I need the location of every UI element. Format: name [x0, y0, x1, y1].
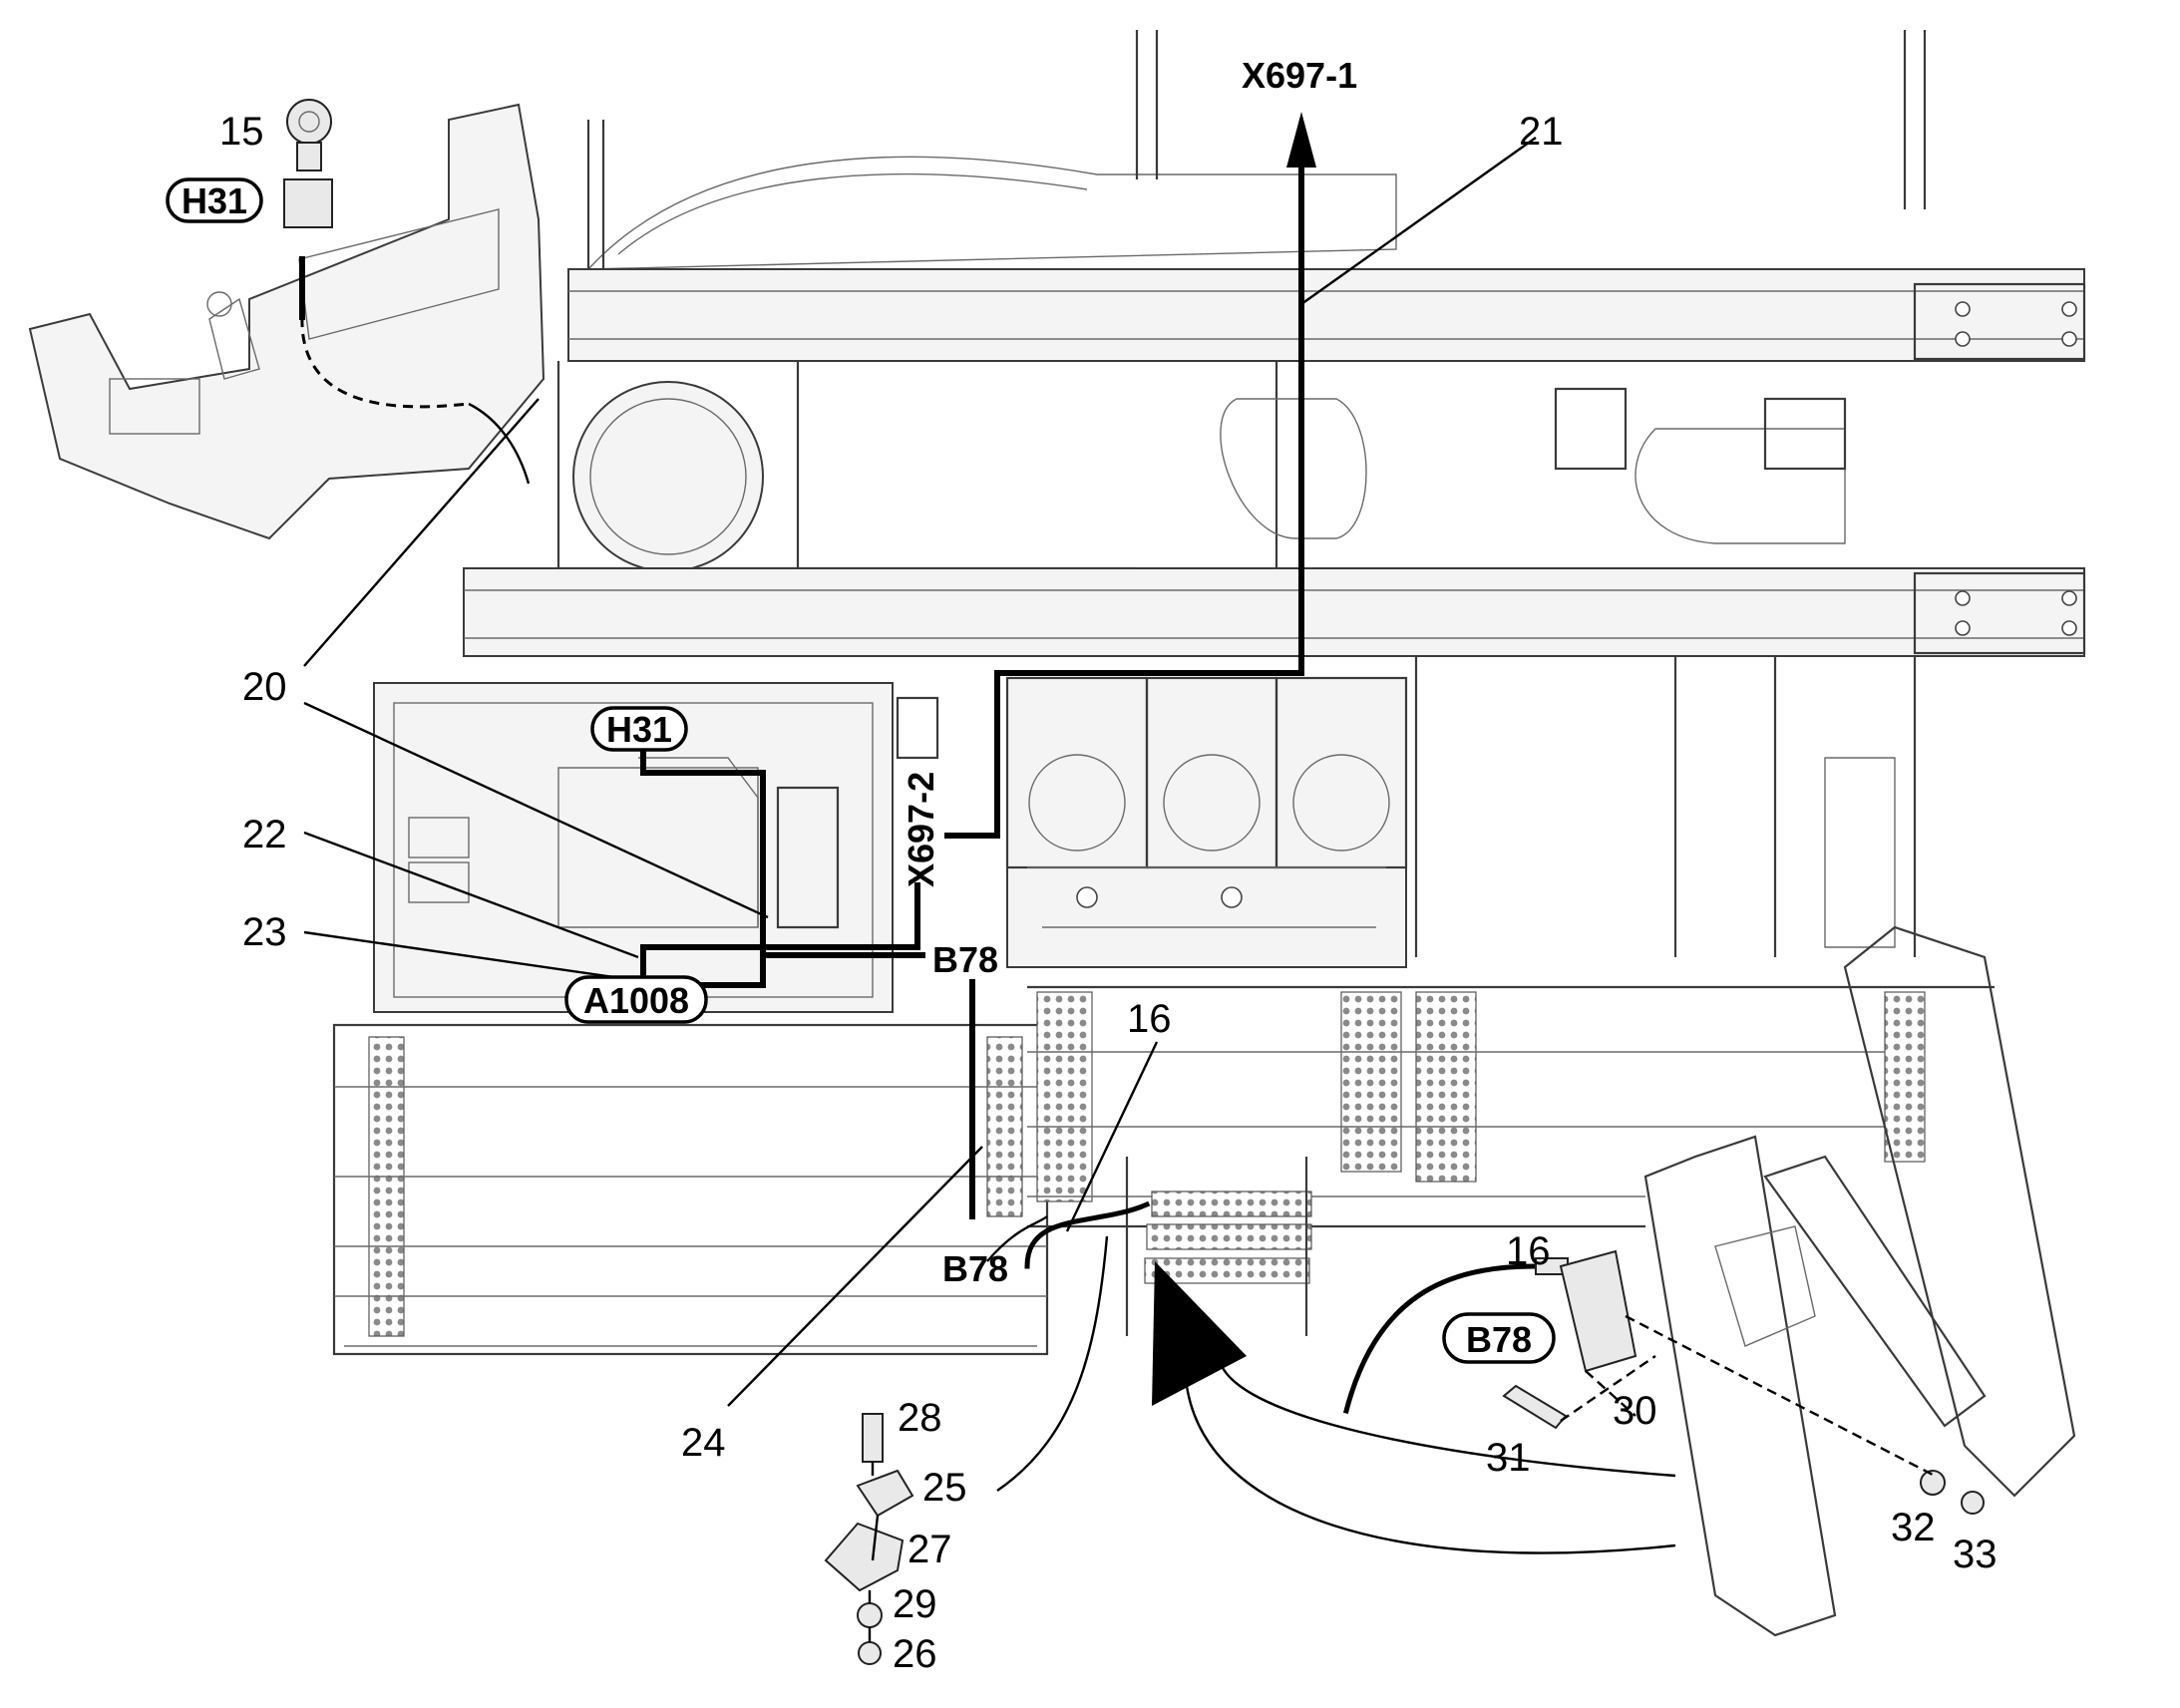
connector-labels: X697-1 X697-2 H31 H31 A1008 B78 B78 B78 — [166, 55, 1556, 1364]
wiring-harness — [299, 112, 1316, 1269]
connector-b78-top-label: B78 — [932, 939, 998, 980]
connector-b78-detail-pill — [1442, 1312, 1556, 1364]
part-29-washer — [857, 1602, 883, 1628]
part-32-washer — [1920, 1470, 1946, 1496]
callout-33: 33 — [1953, 1533, 1998, 1576]
connector-h31-mid-pill — [590, 706, 688, 752]
part-31-bolt — [1502, 1384, 1568, 1430]
callout-32: 32 — [1891, 1506, 1936, 1549]
callout-24: 24 — [681, 1421, 726, 1465]
callout-16-main: 16 — [1127, 997, 1172, 1041]
callout-23: 23 — [242, 910, 287, 954]
connector-h31-top-pill — [166, 177, 263, 223]
callout-26: 26 — [893, 1632, 937, 1676]
part-25-clamp — [856, 1469, 914, 1518]
connector-x697-2-label: X697-2 — [901, 772, 941, 887]
part-27-angle-bracket — [824, 1522, 905, 1592]
connector-a1008-pill — [564, 975, 708, 1024]
callout-25: 25 — [922, 1466, 967, 1510]
callout-31: 31 — [1486, 1436, 1531, 1480]
callout-21: 21 — [1519, 110, 1564, 154]
part-26-nut — [858, 1641, 882, 1665]
connector-h31-mid-label: H31 — [606, 709, 672, 750]
callout-15: 15 — [219, 110, 264, 154]
connector-b78-bottom-label: B78 — [942, 1248, 1008, 1289]
item-callouts: 15 16 16 20 21 22 23 24 25 26 27 28 29 3… — [219, 110, 1998, 1676]
part-33-nut — [1961, 1491, 1985, 1515]
part-15-switch — [283, 99, 333, 228]
callout-16-detail: 16 — [1506, 1229, 1551, 1273]
connector-h31-top-label: H31 — [182, 180, 247, 221]
connector-a1008-label: A1008 — [583, 980, 689, 1021]
machine-frame — [28, 30, 2086, 1637]
callout-20: 20 — [242, 665, 287, 709]
leader-lines — [303, 137, 1936, 1642]
part-28-screw — [862, 1413, 884, 1463]
callout-28: 28 — [898, 1396, 942, 1440]
connector-x697-1-label: X697-1 — [1242, 55, 1357, 96]
callout-22: 22 — [242, 813, 287, 856]
part-30-bracket — [1559, 1249, 1637, 1373]
callout-29: 29 — [893, 1582, 937, 1626]
callout-30: 30 — [1613, 1389, 1657, 1433]
part-16-sensor-cable — [1342, 1257, 1569, 1415]
connector-b78-detail-label: B78 — [1466, 1319, 1532, 1360]
callout-27: 27 — [908, 1528, 952, 1571]
